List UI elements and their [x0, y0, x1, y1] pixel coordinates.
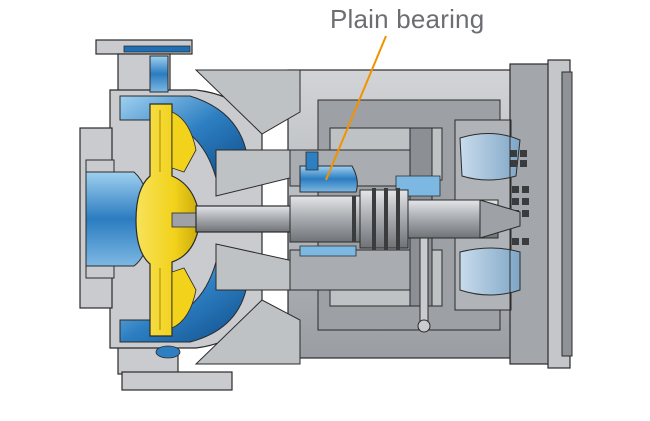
shaft [195, 188, 521, 333]
plain-bearing-leader-line [325, 35, 387, 181]
plain-bearing-label: Plain bearing [330, 4, 485, 34]
